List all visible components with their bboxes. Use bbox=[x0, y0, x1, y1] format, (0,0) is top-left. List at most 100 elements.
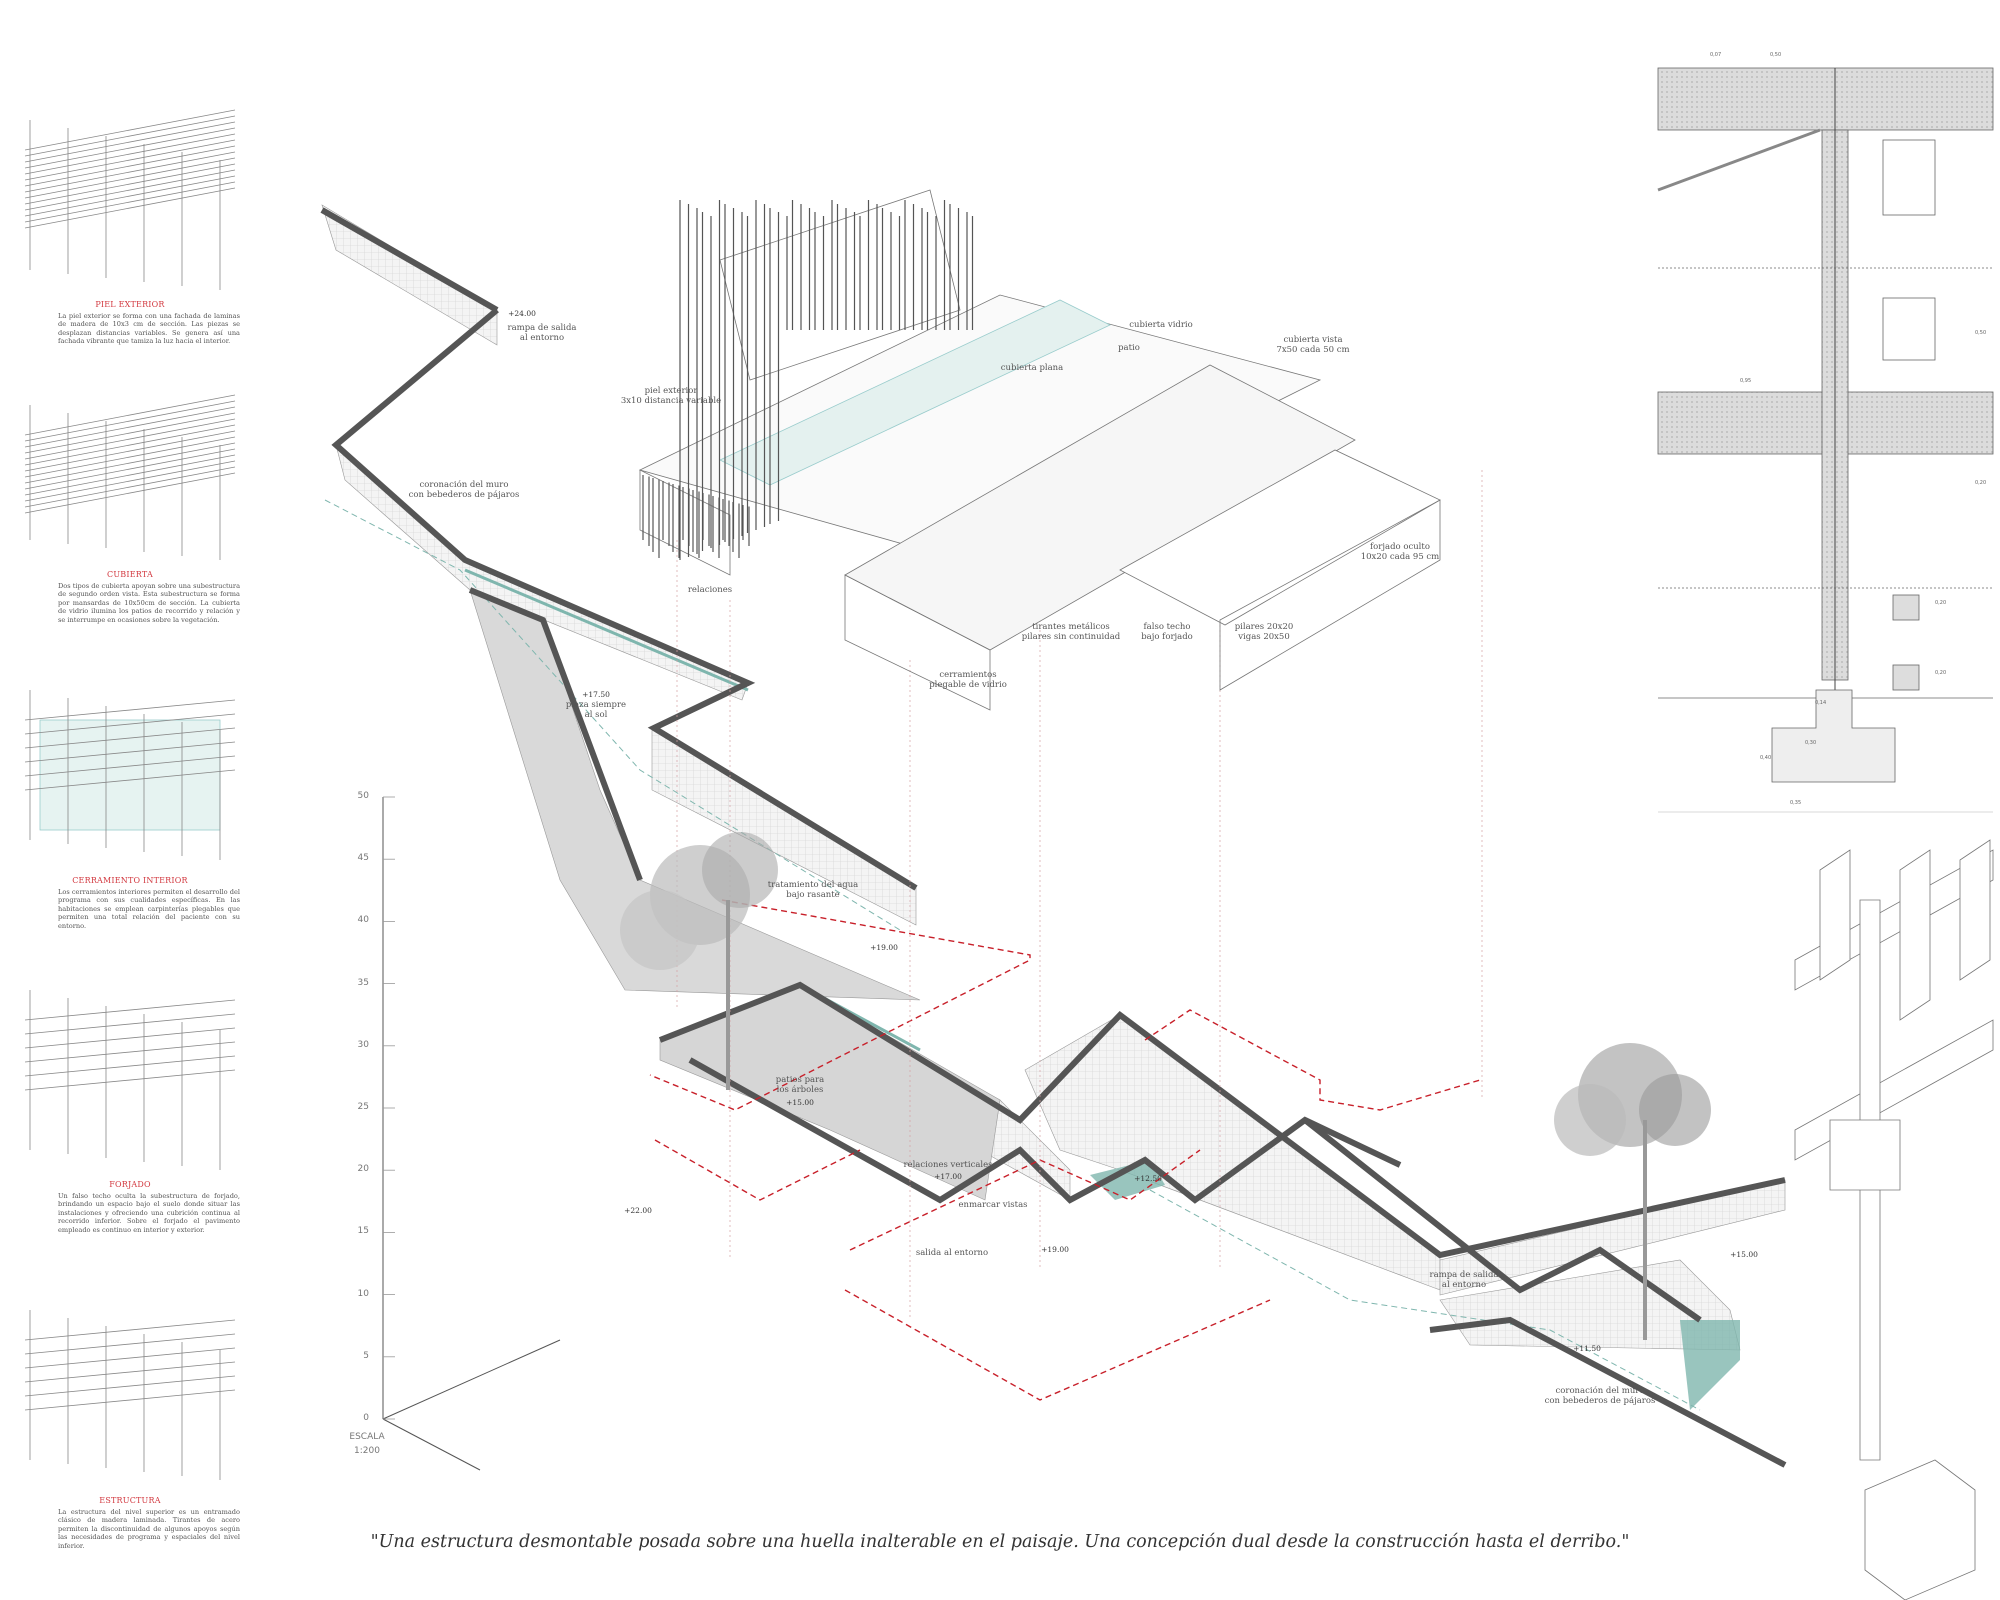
panel-line bbox=[24, 713, 236, 735]
panel-line bbox=[24, 1375, 236, 1397]
panel-text: La estructura del nivel superior es un e… bbox=[58, 1508, 240, 1550]
scale-tick-label: 5 bbox=[363, 1350, 369, 1361]
panel-line bbox=[24, 169, 236, 211]
label-enmarcar-vistas: enmarcar vistas bbox=[958, 1200, 1028, 1210]
label-falso-techo: falso techo bajo forjado bbox=[1141, 622, 1193, 642]
panel-line bbox=[24, 442, 236, 484]
tree-right bbox=[1554, 1043, 1711, 1340]
scale-tick-label: 40 bbox=[357, 915, 369, 926]
panel-line bbox=[24, 1055, 236, 1077]
dimension-label: 0,40 bbox=[1760, 755, 1772, 761]
panel-title: FORJADO bbox=[109, 1180, 151, 1189]
panel-line bbox=[24, 418, 236, 460]
scale-tick-label: 35 bbox=[357, 977, 369, 988]
panel-line bbox=[24, 424, 236, 466]
label-salida-entorno: salida al entorno bbox=[915, 1248, 989, 1258]
panel-line bbox=[24, 727, 236, 749]
iso-structure-detail bbox=[1794, 839, 1994, 1600]
label-cerramientos: cerramientos plegable de vidrio bbox=[929, 670, 1007, 690]
panel-line bbox=[24, 430, 236, 472]
level-mark: +15.00 bbox=[786, 1098, 814, 1107]
label-patio: patio bbox=[1118, 343, 1140, 353]
level-mark: +11.50 bbox=[1573, 1344, 1601, 1353]
panel-line bbox=[24, 145, 236, 187]
scale-tick-label: 45 bbox=[357, 853, 369, 864]
panel-title: CUBIERTA bbox=[107, 570, 153, 579]
label-rampa-top: rampa de salida al entorno bbox=[507, 323, 577, 343]
dashed-footprints bbox=[649, 899, 1481, 1401]
panel-line bbox=[24, 448, 236, 490]
label-tirantes: tirantes metálicos pilares sin continuid… bbox=[1021, 622, 1121, 642]
label-piel-exterior: piel exterior 3x10 distancia variable bbox=[620, 386, 722, 406]
panel-line bbox=[24, 400, 236, 442]
panel-title: PIEL EXTERIOR bbox=[95, 300, 165, 309]
panel-line bbox=[24, 139, 236, 181]
panel-line bbox=[24, 454, 236, 496]
panel-line bbox=[24, 187, 236, 229]
label-coronacion-bottom: coronación del muro con bebederos de páj… bbox=[1544, 1386, 1656, 1406]
glass-panel bbox=[39, 719, 221, 831]
panel-line bbox=[24, 181, 236, 223]
label-cubierta-plana: cubierta plana bbox=[1000, 363, 1064, 373]
panel-line bbox=[24, 163, 236, 205]
scale-tick-label: 15 bbox=[357, 1226, 369, 1237]
panel-line bbox=[24, 1361, 236, 1383]
label-tratamiento-agua: tratamiento del agua bajo rasante bbox=[767, 880, 859, 900]
panel-line bbox=[24, 466, 236, 508]
panel-line bbox=[24, 1027, 236, 1049]
label-cubierta-vidrio: cubierta vidrio bbox=[1129, 320, 1193, 330]
panel-text: Los cerramientos interiores permiten el … bbox=[58, 888, 240, 930]
label-forjado-oculto: forjado oculto 10x20 cada 95 cm bbox=[1360, 542, 1440, 562]
panel-text: Dos tipos de cubierta apoyan sobre una s… bbox=[58, 582, 240, 624]
panel-line bbox=[24, 1069, 236, 1091]
scale-tick-label: 0 bbox=[363, 1413, 369, 1423]
label-cubierta-vista: cubierta vista 7x50 cada 50 cm bbox=[1276, 335, 1350, 355]
level-mark: +19.00 bbox=[870, 943, 898, 952]
panel-line bbox=[24, 999, 236, 1021]
level-mark: +17.00 bbox=[934, 1172, 962, 1181]
level-mark: +19.00 bbox=[1041, 1245, 1069, 1254]
label-plaza: plaza siempre al sol bbox=[565, 700, 627, 720]
tree-left bbox=[620, 832, 778, 1090]
panel-line bbox=[24, 406, 236, 448]
left-panels bbox=[24, 109, 236, 1480]
label-relaciones-verticales: relaciones verticales bbox=[903, 1160, 993, 1170]
panel-line bbox=[24, 741, 236, 763]
scale-tick-label: 30 bbox=[357, 1039, 369, 1050]
quote: "Una estructura desmontable posada sobre… bbox=[370, 1532, 1630, 1552]
scale-axis bbox=[382, 797, 561, 1471]
scale-ticks bbox=[383, 796, 395, 1420]
panel-line bbox=[24, 115, 236, 157]
facade-slats bbox=[642, 200, 974, 560]
label-coronacion-top: coronación del muro con bebederos de páj… bbox=[408, 480, 520, 500]
level-mark: +17.50 bbox=[582, 690, 610, 699]
panel-line bbox=[24, 1389, 236, 1411]
dimension-label: 0,95 bbox=[1740, 378, 1752, 384]
label-rampa-bottom: rampa de salida al entorno bbox=[1429, 1270, 1499, 1290]
level-mark: +22.00 bbox=[624, 1206, 652, 1215]
panel-line bbox=[24, 1333, 236, 1355]
panel-line bbox=[24, 1013, 236, 1035]
dimension-label: 0,50 bbox=[1770, 52, 1782, 58]
dimension-label: 0,20 bbox=[1935, 600, 1947, 606]
panel-line bbox=[24, 412, 236, 454]
panel-title: CERRAMIENTO INTERIOR bbox=[72, 876, 188, 885]
panel-text: La piel exterior se forma con una fachad… bbox=[58, 312, 240, 346]
panel-text: Un falso techo oculta la subestructura d… bbox=[58, 1192, 240, 1234]
structural-detail bbox=[1657, 67, 1994, 813]
label-pilares: pilares 20x20 vigas 20x50 bbox=[1234, 622, 1294, 642]
panel-line bbox=[24, 1041, 236, 1063]
dimension-label: 0,07 bbox=[1710, 52, 1722, 58]
scale-ratio: 1:200 bbox=[354, 1446, 380, 1456]
level-mark: +24.00 bbox=[508, 309, 536, 318]
panel-line bbox=[24, 460, 236, 502]
panel-line bbox=[24, 121, 236, 163]
panel-line bbox=[24, 755, 236, 777]
dimension-label: 0,14 bbox=[1815, 700, 1827, 706]
level-mark: +12.50 bbox=[1134, 1174, 1162, 1183]
label-relaciones: relaciones bbox=[687, 585, 733, 595]
scale-tick-label: 10 bbox=[357, 1288, 369, 1299]
dimension-label: 0,20 bbox=[1975, 480, 1987, 486]
panel-line bbox=[24, 699, 236, 721]
